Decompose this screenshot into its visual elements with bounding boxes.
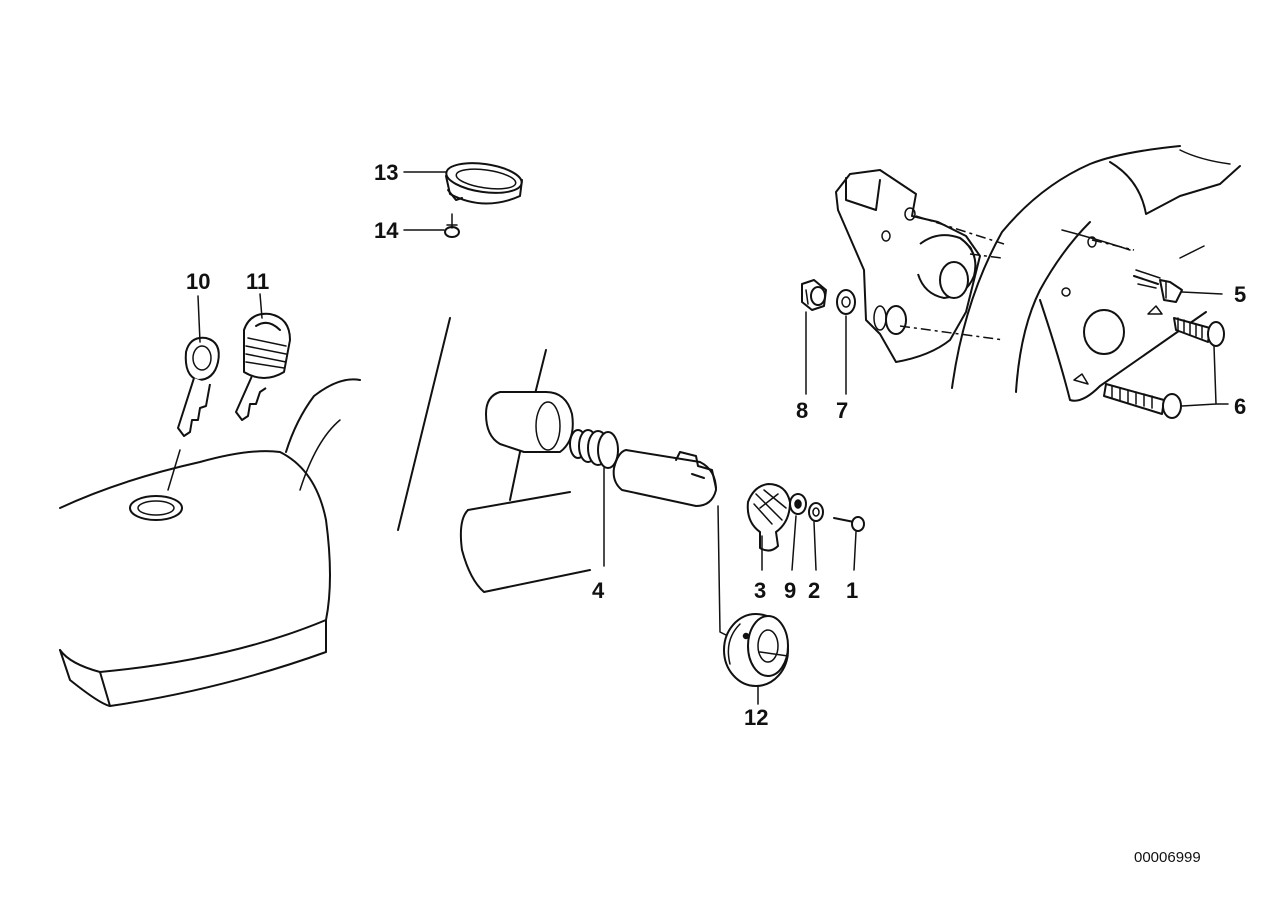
storage-box-body [59,378,361,707]
callout-7: 7 [836,398,848,423]
leader-1 [853,531,857,571]
callout-13: 13 [374,160,398,185]
leader-11 [259,293,263,319]
callout-3: 3 [754,578,766,603]
part-2-washer [808,502,824,522]
callout-10: 10 [186,269,210,294]
part-4-spring [569,429,619,567]
callout-8: 8 [796,398,808,423]
callout-5: 5 [1234,282,1246,307]
part-7-washer [836,289,856,395]
callout-4: 4 [592,578,605,603]
callout-2: 2 [808,578,820,603]
part-1-pin [833,516,865,532]
part-11-key [235,312,291,421]
part-10-key [177,336,220,437]
callout-12: 12 [744,705,768,730]
part-8-nut [801,279,827,395]
callout-6: 6 [1234,394,1246,419]
part-3-cover-plate [746,483,791,552]
part-14-screw [444,213,460,238]
divider-line [397,317,451,531]
bracket [835,169,981,363]
lock-housing-sleeve [459,349,591,593]
callout-14: 14 [374,218,399,243]
key-10-leader-line [167,449,181,491]
callout-11: 11 [246,269,269,294]
leader-9 [791,515,797,571]
callout-9: 9 [784,578,796,603]
part-6-bolts [1103,317,1229,419]
part-9-washer [789,493,807,515]
leader-2 [813,521,817,571]
part-12-ring-nut [723,613,789,705]
part-13-ring [445,162,523,205]
callout-1: 1 [846,578,858,603]
part-5-bolt [1133,245,1223,303]
reference-number: 00006999 [1134,849,1201,866]
frame-panel [951,145,1241,402]
centerline-1 [915,215,1005,245]
centerline-3 [899,325,1005,341]
lock-cylinder [612,449,737,641]
centerline-2 [969,253,1003,259]
leader-10 [197,295,201,343]
